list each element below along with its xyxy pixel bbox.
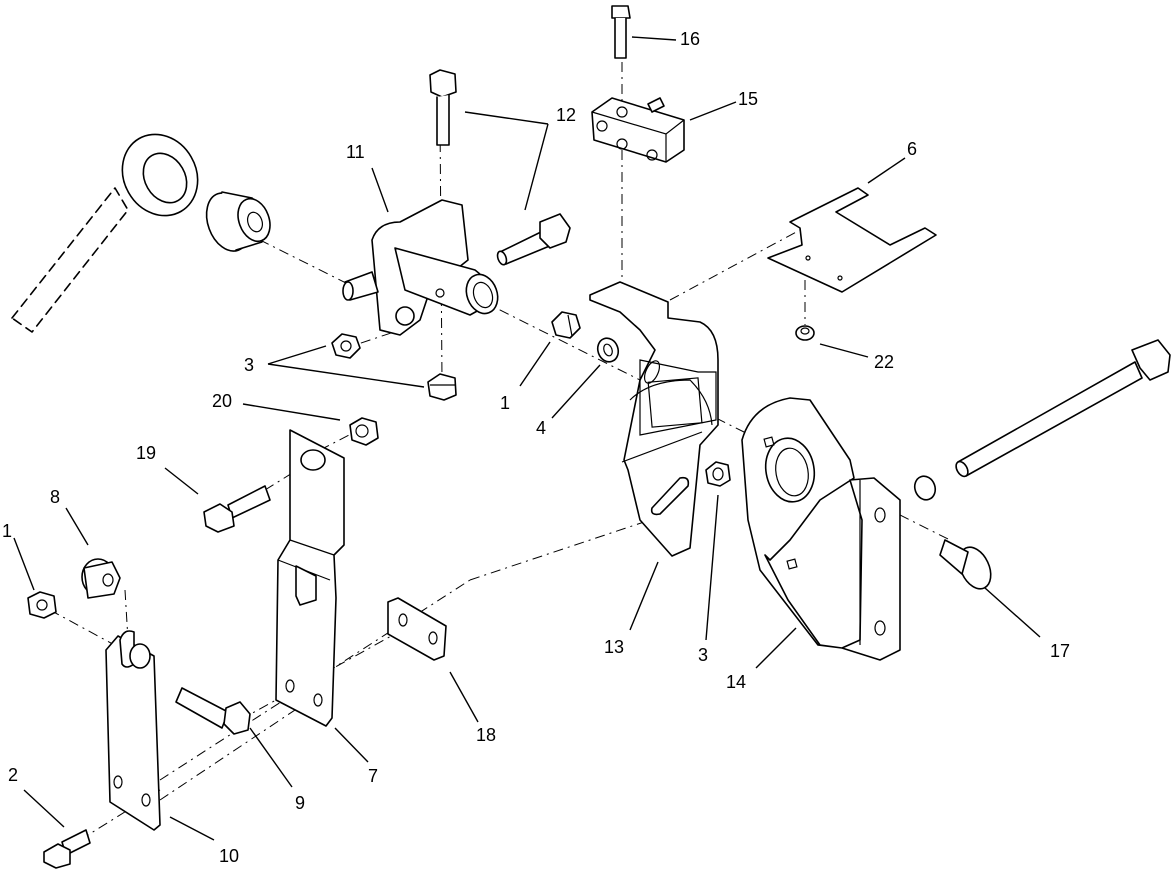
callout-15: 15 [738, 89, 758, 109]
lock-nut-3c [705, 461, 731, 487]
callout-14: 14 [726, 672, 746, 692]
callout-4: 4 [536, 418, 546, 438]
callout-9: 9 [295, 793, 305, 813]
leader-lines [13, 36, 1041, 841]
lock-nut-3b [427, 373, 457, 401]
callout-labels: 16 15 12 11 6 22 3 1 4 20 19 8 1 2 10 9 … [2, 29, 1070, 866]
hex-bolt-9 [175, 687, 251, 735]
spacer-8 [81, 558, 121, 599]
pivot-plate-14 [741, 397, 901, 661]
callout-10: 10 [219, 846, 239, 866]
callout-17: 17 [1050, 641, 1070, 661]
bracket-plate-6 [767, 187, 937, 293]
lock-washer [913, 475, 937, 501]
nut-20 [349, 417, 379, 446]
nut-22 [795, 325, 815, 341]
link-strap-10 [105, 630, 161, 831]
washer-4 [596, 337, 620, 363]
callout-12: 12 [556, 105, 576, 125]
long-bolt-16 [611, 5, 631, 59]
callout-22: 22 [874, 352, 894, 372]
bushing [205, 191, 271, 252]
callout-2: 2 [8, 765, 18, 785]
switch-block-15 [591, 97, 685, 163]
mount-bracket-13 [589, 281, 719, 557]
callout-11: 11 [346, 142, 365, 162]
callout-8: 8 [50, 487, 60, 507]
link-strap-7 [275, 429, 345, 727]
callout-3-middle: 3 [698, 645, 708, 665]
callout-16: 16 [680, 29, 700, 49]
hex-bolt-vertical-12 [429, 69, 457, 146]
callout-7: 7 [368, 766, 378, 786]
pivot-bracket [342, 199, 499, 336]
hex-bolt-2 [43, 829, 91, 869]
carriage-bolt-17 [939, 539, 992, 590]
nut-1-top [551, 311, 581, 339]
callout-6: 6 [907, 139, 917, 159]
callout-1-middle: 1 [500, 393, 510, 413]
callout-13: 13 [604, 637, 624, 657]
rod-end-arm [11, 133, 199, 333]
lock-nut-3a [331, 333, 361, 359]
callout-3-top: 3 [244, 355, 254, 375]
hex-bolt-19 [203, 485, 271, 533]
nut-1-left [27, 591, 57, 619]
callout-19: 19 [136, 443, 156, 463]
callout-20: 20 [212, 391, 232, 411]
long-hex-bolt [955, 339, 1171, 478]
hex-bolt-angled-12 [496, 213, 571, 266]
callout-1-left: 1 [2, 521, 12, 541]
callout-18: 18 [476, 725, 496, 745]
spacer-plate-18 [387, 597, 447, 661]
